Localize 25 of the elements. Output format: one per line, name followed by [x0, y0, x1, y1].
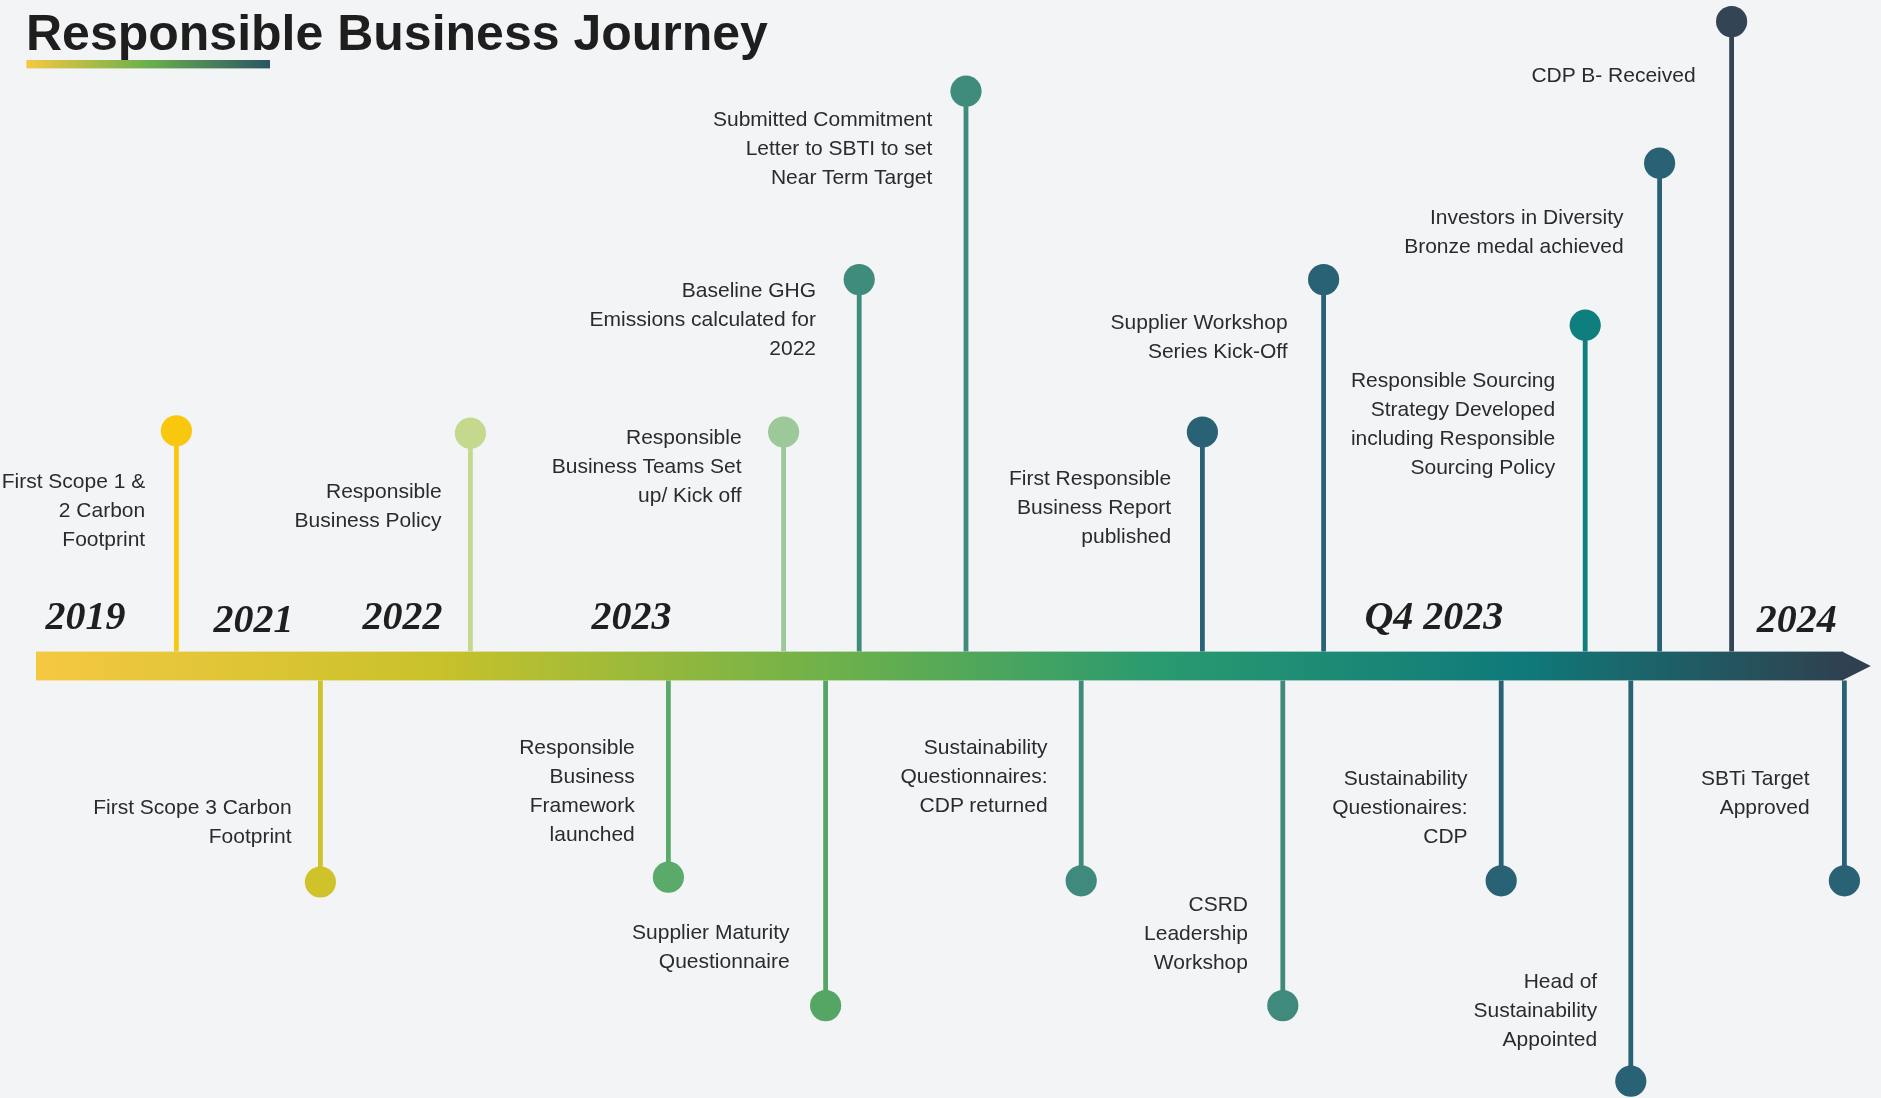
milestone-text: CSRD Leadership Workshop: [1111, 889, 1248, 977]
milestone-text: Responsible Business Policy: [255, 476, 442, 535]
milestone-text: Responsible Business Teams Set up/ Kick off: [549, 422, 742, 510]
milestone-text: CDP B- Received: [1491, 60, 1696, 89]
milestone-text: Responsible Business Framework launched: [481, 732, 635, 848]
milestone-text: Sustainability Questionnaires: CDP returned: [855, 732, 1048, 819]
milestone-text: Investors in Diversity Bronze medal achieved: [1383, 201, 1624, 260]
milestone-text: Baseline GHG Emissions calculated for 2022: [588, 274, 816, 362]
milestone-text: SBTi Target Approved: [1665, 763, 1810, 822]
title: Responsible Business Journey: [26, 4, 768, 62]
year-label: 2023: [591, 591, 672, 639]
milestone-text: Sustainability Questionaires: CDP: [1293, 763, 1468, 851]
year-label: 2022: [362, 591, 443, 639]
year-label: Q4 2023: [1364, 591, 1504, 639]
milestone-text: Supplier Maturity Questionnaire: [588, 916, 790, 975]
milestone-text: First Responsible Business Report published: [967, 463, 1172, 551]
milestone-text: First Scope 3 Carbon Footprint: [87, 792, 292, 850]
milestone-text: Supplier Workshop Series Kick-Off: [1086, 307, 1288, 366]
milestone-text: Submitted Commitment Letter to SBTI to set Near Term Target: [710, 104, 933, 192]
milestone-text: Head of Sustainability Appointed: [1436, 966, 1598, 1053]
year-label: 2019: [45, 591, 126, 639]
milestone-text: Responsible Sourcing Strategy Developed including Responsible Sourcing Policy: [1345, 364, 1556, 481]
year-label: 2024: [1756, 595, 1837, 643]
year-label: 2021: [213, 595, 294, 643]
milestone-text: First Scope 1 & 2 Carbon Footprint: [0, 465, 146, 553]
